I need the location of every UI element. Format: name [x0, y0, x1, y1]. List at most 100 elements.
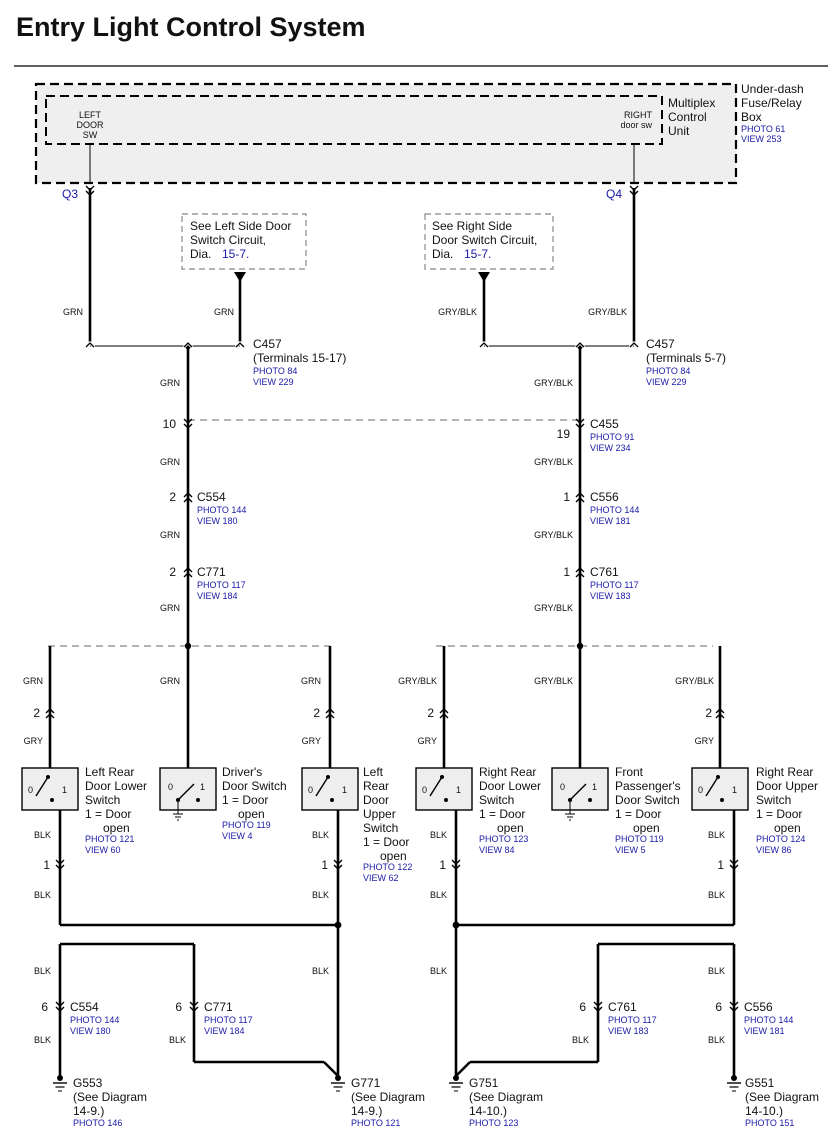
svg-text:Switch: Switch	[85, 793, 120, 807]
connector-marks	[45, 185, 739, 1012]
switch-top-connector-1	[45, 708, 55, 719]
svg-text:G551: G551	[745, 1076, 775, 1090]
svg-text:1: 1	[43, 858, 50, 872]
svg-text:VIEW 184: VIEW 184	[204, 1026, 245, 1036]
switch-state-off: 0	[422, 785, 427, 795]
c455-label: 10 19 C455 PHOTO 91 VIEW 234	[163, 417, 635, 453]
rr-lower-switch-label: Right Rear Door Lower Switch 1 = Door op…	[479, 765, 541, 855]
svg-text:PHOTO 144: PHOTO 144	[197, 505, 246, 515]
g771-ground-icon	[331, 1075, 345, 1092]
svg-text:14-9.): 14-9.)	[351, 1104, 382, 1118]
switch-pin-numbers: 2 2 2 2 1 1 1 1	[33, 706, 724, 872]
svg-text:Door Lower: Door Lower	[479, 779, 541, 793]
fuse-box-name-2: Fuse/Relay	[741, 96, 802, 110]
svg-text:C556: C556	[744, 1000, 773, 1014]
svg-text:PHOTO 151: PHOTO 151	[745, 1118, 794, 1128]
svg-text:C554: C554	[70, 1000, 99, 1014]
svg-text:1 = Door: 1 = Door	[363, 835, 409, 849]
svg-text:GRN: GRN	[160, 603, 180, 613]
svg-text:open: open	[380, 849, 407, 863]
svg-text:15-7.: 15-7.	[222, 247, 249, 261]
right-input-1: RIGHT	[624, 110, 653, 120]
svg-text:Passenger's: Passenger's	[615, 779, 681, 793]
g553-ground-icon	[53, 1075, 67, 1092]
see-right-door-circuit: See Right Side Door Switch Circuit, Dia.…	[424, 213, 554, 270]
svg-text:1 = Door: 1 = Door	[479, 807, 525, 821]
switch-bottom-connector-4	[729, 859, 739, 870]
c556-bottom-label: 6 C556 PHOTO 144 VIEW 181	[715, 1000, 793, 1036]
svg-text:BLK: BLK	[708, 966, 725, 976]
svg-text:See Right Side: See Right Side	[432, 219, 512, 233]
svg-text:Switch Circuit,: Switch Circuit,	[190, 233, 266, 247]
switch-bottom-connector-3	[451, 859, 461, 870]
switch-state-on: 1	[456, 785, 461, 795]
svg-text:VIEW 229: VIEW 229	[646, 377, 687, 387]
svg-text:GRY/BLK: GRY/BLK	[675, 676, 714, 686]
svg-text:PHOTO 84: PHOTO 84	[253, 366, 297, 376]
svg-text:PHOTO 123: PHOTO 123	[469, 1118, 518, 1128]
svg-text:GRY/BLK: GRY/BLK	[534, 378, 573, 388]
svg-text:VIEW 234: VIEW 234	[590, 443, 631, 453]
svg-text:C556: C556	[590, 490, 619, 504]
c761-top-label: 1 C761 PHOTO 117 VIEW 183	[563, 565, 638, 601]
svg-text:VIEW 62: VIEW 62	[363, 873, 399, 883]
left-input-3: SW	[83, 130, 98, 140]
svg-text:BLK: BLK	[572, 1035, 589, 1045]
svg-text:2: 2	[705, 706, 712, 720]
switch-top-connector-3	[439, 708, 449, 719]
rr-upper-switch-label: Right Rear Door Upper Switch 1 = Door op…	[756, 765, 818, 855]
svg-text:PHOTO 117: PHOTO 117	[608, 1015, 657, 1025]
svg-text:2: 2	[169, 565, 176, 579]
svg-text:BLK: BLK	[312, 830, 329, 840]
c554-bottom-label: 6 C554 PHOTO 144 VIEW 180	[41, 1000, 119, 1036]
svg-text:VIEW 86: VIEW 86	[756, 845, 792, 855]
svg-text:2: 2	[169, 490, 176, 504]
g751-ground-icon	[449, 1075, 463, 1092]
switch-state-on: 1	[342, 785, 347, 795]
c554-bottom-mark	[55, 1001, 65, 1012]
svg-text:Dia.: Dia.	[190, 247, 211, 261]
svg-text:PHOTO 144: PHOTO 144	[70, 1015, 119, 1025]
c761-top-mark	[575, 567, 585, 578]
switch-bottom-connector-2	[333, 859, 343, 870]
switch-state-off: 0	[308, 785, 313, 795]
svg-text:VIEW 84: VIEW 84	[479, 845, 515, 855]
svg-text:BLK: BLK	[34, 966, 51, 976]
c455-left-mark	[183, 418, 193, 429]
svg-text:Dia.: Dia.	[432, 247, 453, 261]
fuse-box-view: VIEW 253	[741, 134, 782, 144]
svg-text:C761: C761	[608, 1000, 637, 1014]
svg-text:GRY/BLK: GRY/BLK	[438, 307, 477, 317]
svg-text:open: open	[238, 807, 265, 821]
wires	[48, 188, 736, 1077]
mcu-name-2: Control	[668, 110, 707, 124]
svg-text:BLK: BLK	[312, 890, 329, 900]
svg-text:BLK: BLK	[430, 890, 447, 900]
g751-label: G751 (See Diagram 14-10.) PHOTO 123	[469, 1076, 543, 1128]
svg-text:BLK: BLK	[430, 830, 447, 840]
svg-text:PHOTO 144: PHOTO 144	[590, 505, 639, 515]
c457-right-label: C457 (Terminals 5-7) PHOTO 84 VIEW 229	[646, 337, 726, 387]
svg-text:PHOTO 144: PHOTO 144	[744, 1015, 793, 1025]
see-right-arrow	[478, 272, 490, 282]
fuse-box-name-1: Under-dash	[741, 82, 804, 96]
svg-text:VIEW 229: VIEW 229	[253, 377, 294, 387]
svg-text:BLK: BLK	[34, 1035, 51, 1045]
g553-label: G553 (See Diagram 14-9.) PHOTO 146	[73, 1076, 147, 1128]
svg-text:(See Diagram: (See Diagram	[73, 1090, 147, 1104]
svg-text:19: 19	[557, 427, 571, 441]
fuse-box-photo: PHOTO 61	[741, 124, 785, 134]
svg-text:Rear: Rear	[363, 779, 389, 793]
svg-text:PHOTO 123: PHOTO 123	[479, 834, 528, 844]
svg-text:VIEW 181: VIEW 181	[590, 516, 631, 526]
svg-text:14-9.): 14-9.)	[73, 1104, 104, 1118]
svg-text:PHOTO 119: PHOTO 119	[222, 820, 271, 830]
svg-text:GRY: GRY	[24, 736, 43, 746]
svg-text:BLK: BLK	[312, 966, 329, 976]
svg-text:2: 2	[33, 706, 40, 720]
